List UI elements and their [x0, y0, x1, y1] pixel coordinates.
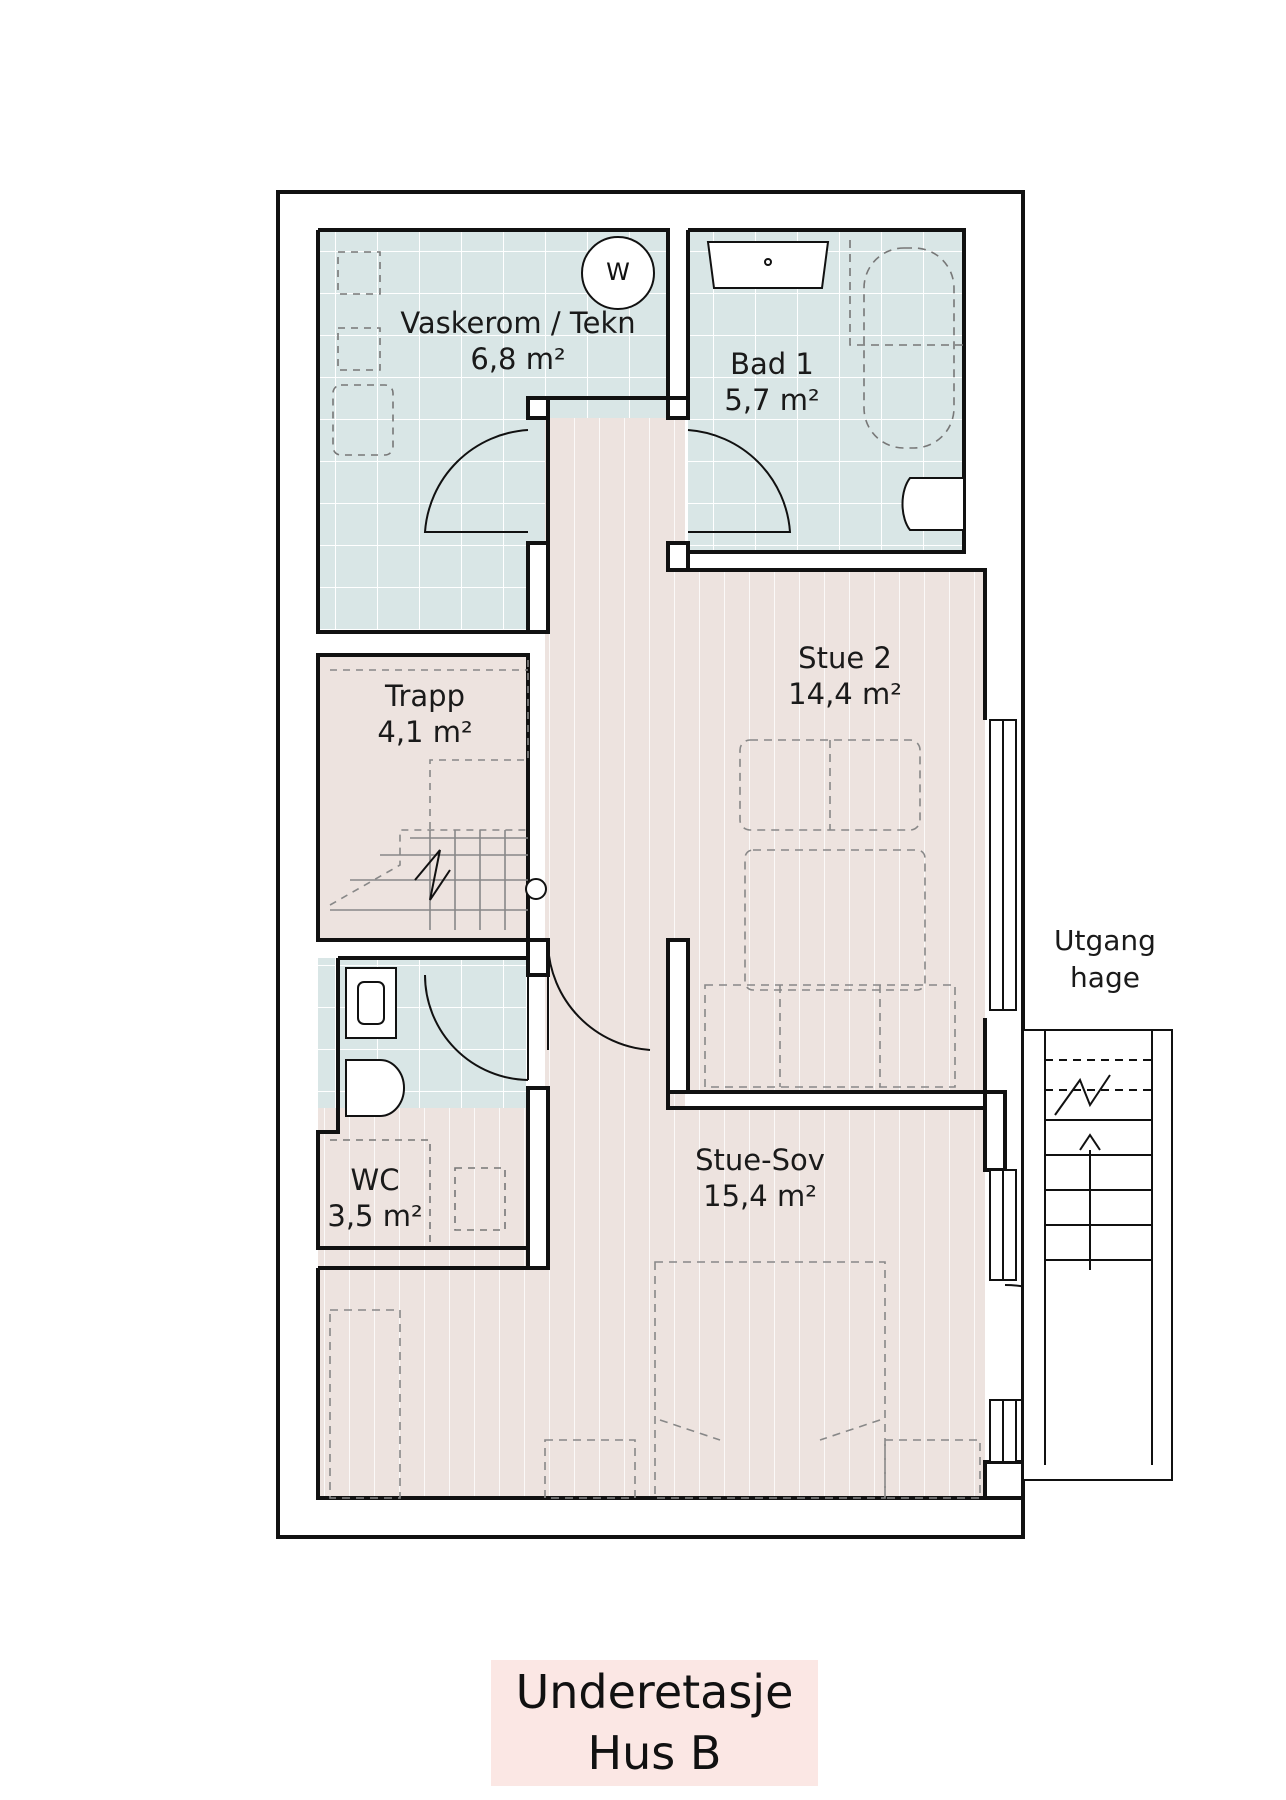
stuesov-furniture — [329, 1261, 981, 1499]
room-name: WC — [350, 1163, 400, 1197]
room-label-stue2: Stue 2 14,4 m² — [788, 640, 902, 712]
room-area: 15,4 m² — [703, 1179, 817, 1213]
washer-icon — [581, 236, 655, 310]
stuesov-floor — [318, 1108, 985, 1498]
stue2-furniture — [704, 739, 956, 1088]
stue2-floor — [685, 572, 985, 1092]
room-label-stuesov: Stue-Sov 15,4 m² — [695, 1142, 825, 1214]
wc-fixtures — [345, 967, 405, 1117]
room-area: 6,8 m² — [470, 342, 566, 376]
room-label-vaskerom: Vaskerom / Tekn 6,8 m² — [400, 305, 635, 377]
exit-line1: Utgang — [1054, 924, 1156, 957]
room-area: 4,1 m² — [377, 715, 473, 749]
exterior-stairs — [1022, 1029, 1173, 1481]
exit-line2: hage — [1070, 961, 1140, 994]
room-area: 14,4 m² — [788, 677, 902, 711]
floor-caption: Underetasje Hus B — [491, 1660, 818, 1786]
stair-newel-icon — [525, 878, 547, 900]
room-name: Bad 1 — [730, 347, 814, 381]
room-area: 3,5 m² — [327, 1199, 423, 1233]
caption-floor: Underetasje — [515, 1665, 794, 1719]
washer-symbol: W — [606, 258, 630, 286]
exit-label: Utgang hage — [1054, 922, 1156, 996]
wall-masses — [526, 396, 1025, 1500]
caption-house: Hus B — [587, 1726, 722, 1780]
room-name: Stue 2 — [798, 641, 892, 675]
room-name: Stue-Sov — [695, 1143, 825, 1177]
trapp-stairs — [329, 660, 529, 930]
room-name: Vaskerom / Tekn — [400, 306, 636, 340]
room-area: 5,7 m² — [724, 383, 820, 417]
room-label-trapp: Trapp 4,1 m² — [377, 678, 472, 750]
vaskerom-fixtures — [332, 251, 394, 456]
room-name: Trapp — [385, 679, 465, 713]
room-label-wc: WC 3,5 m² — [327, 1162, 422, 1234]
bad1-shower — [849, 240, 964, 449]
room-label-bad1: Bad 1 5,7 m² — [724, 346, 819, 418]
bad1-fixtures — [706, 241, 965, 531]
windows — [989, 719, 1017, 1463]
wc-dashed — [330, 1139, 506, 1248]
